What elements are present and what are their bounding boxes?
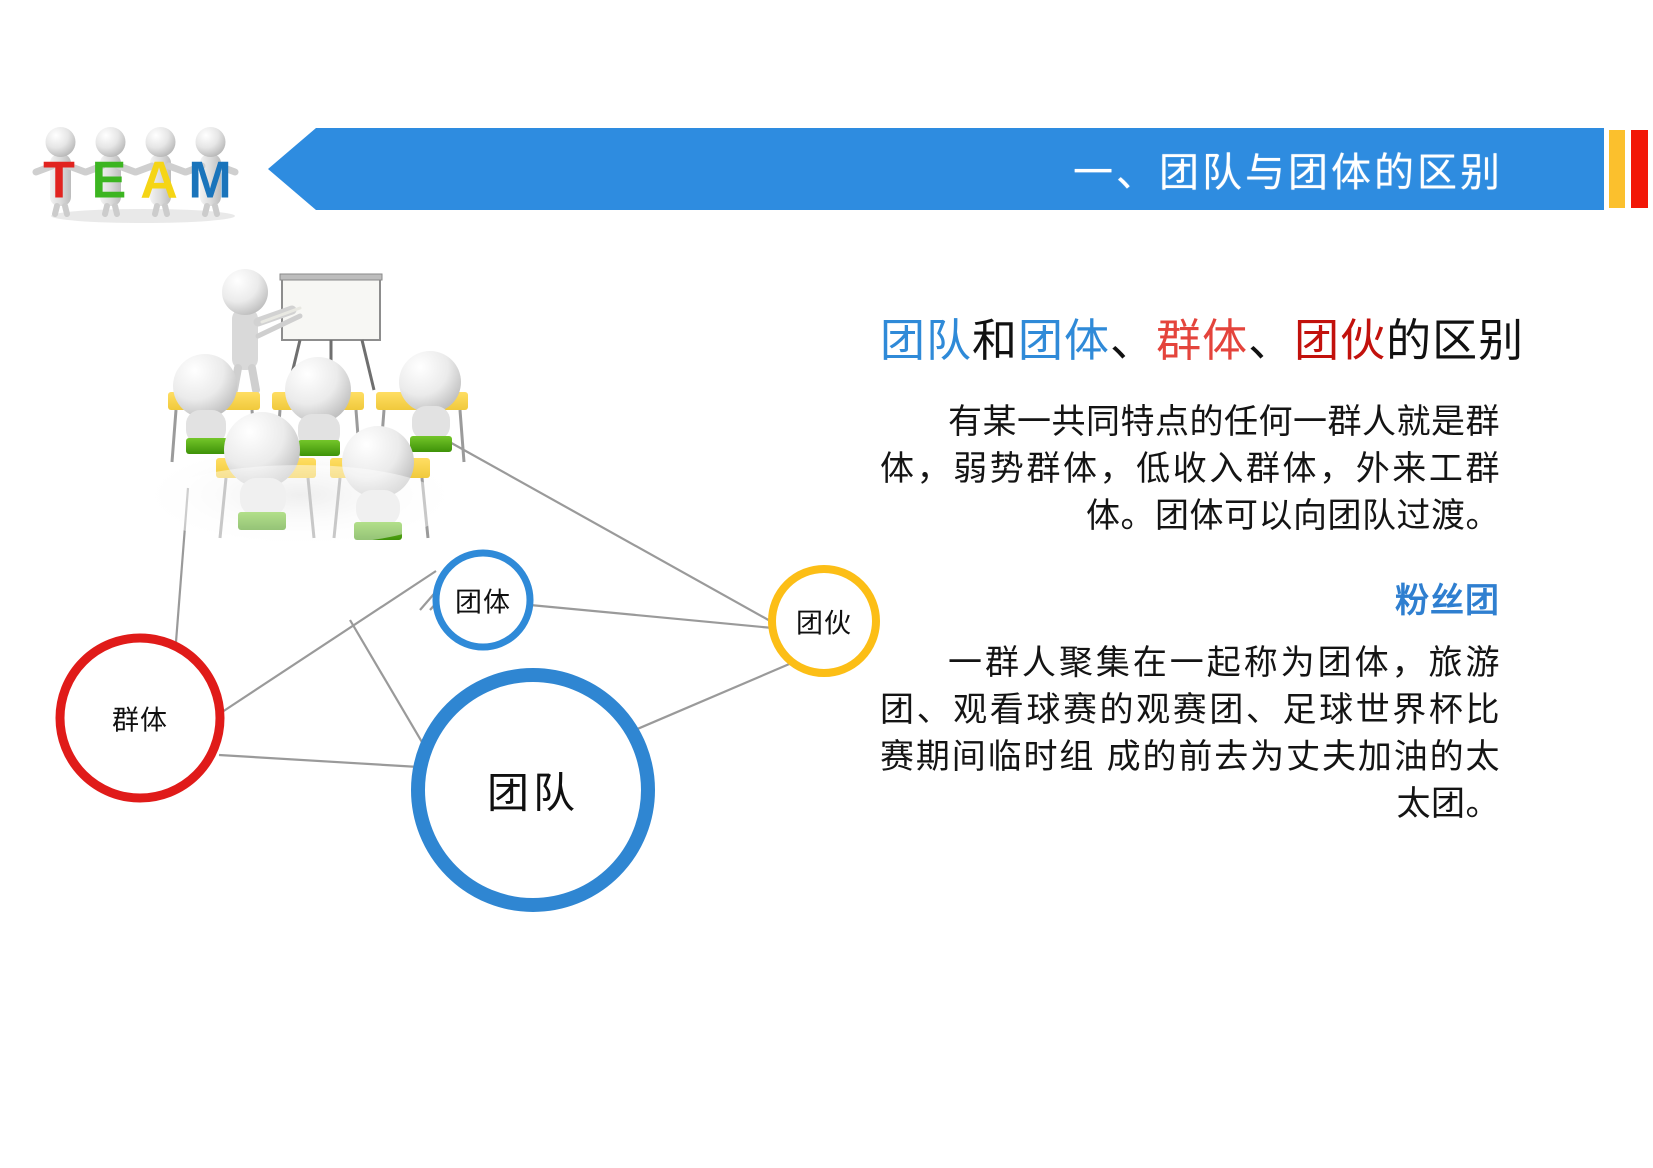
subheading-fan-club: 粉丝团	[1395, 582, 1500, 621]
slide-header: 一、团队与团体的区别	[0, 128, 1653, 210]
content-column: 团队和团体、群体、团伙的区别 有某一共同特点的任何一群人就是群体，弱势群体，低收…	[880, 315, 1523, 828]
page-title: 一、团队与团体的区别	[1073, 151, 1503, 195]
logo-letter-m: M	[188, 152, 231, 210]
header-accent-bar-yellow	[1609, 130, 1625, 208]
node-label-tuanti: 团体	[455, 587, 511, 618]
header-banner-arrow	[268, 128, 1604, 210]
logo-letter-t: T	[43, 152, 75, 210]
heading-part-comma-2: 、	[1248, 315, 1295, 366]
node-label-tuanhuo: 团伙	[796, 608, 852, 639]
node-circle-tuanhuo[interactable]	[768, 565, 880, 677]
node-circle-tuanti[interactable]	[432, 549, 534, 651]
node-circle-qunti[interactable]	[55, 633, 225, 803]
heading-part-he: 和	[972, 315, 1019, 366]
heading-part-tuanti: 团体	[1018, 315, 1111, 366]
paragraph-group-definition: 有某一共同特点的任何一群人就是群体，弱势群体，低收入群体，外来工群体。团体可以向…	[880, 402, 1500, 535]
logo-letter-e: E	[92, 152, 127, 210]
logo-letter-a: A	[140, 152, 178, 210]
node-label-tuandui: 团队	[486, 769, 580, 817]
heading-part-tuanhuo: 团伙	[1294, 315, 1387, 366]
node-label-qunti: 群体	[112, 705, 168, 736]
heading-part-comma-1: 、	[1110, 315, 1157, 366]
content-heading: 团队和团体、群体、团伙的区别	[880, 315, 1523, 367]
team-logo: T E A M	[28, 110, 258, 225]
header-accent-bar-red	[1631, 130, 1648, 208]
node-circle-tuandui[interactable]	[411, 668, 655, 912]
heading-part-tuandui: 团队	[880, 315, 973, 366]
classroom-illustration	[140, 269, 468, 547]
concept-diagram	[0, 250, 900, 950]
paragraph-fan-club-examples: 一群人聚集在一起称为团体，旅游团、观看球赛的观赛团、足球世界杯比赛期间临时组 成…	[880, 644, 1500, 824]
heading-part-qunti: 群体	[1156, 315, 1249, 366]
heading-part-suffix: 的区别	[1386, 315, 1525, 366]
